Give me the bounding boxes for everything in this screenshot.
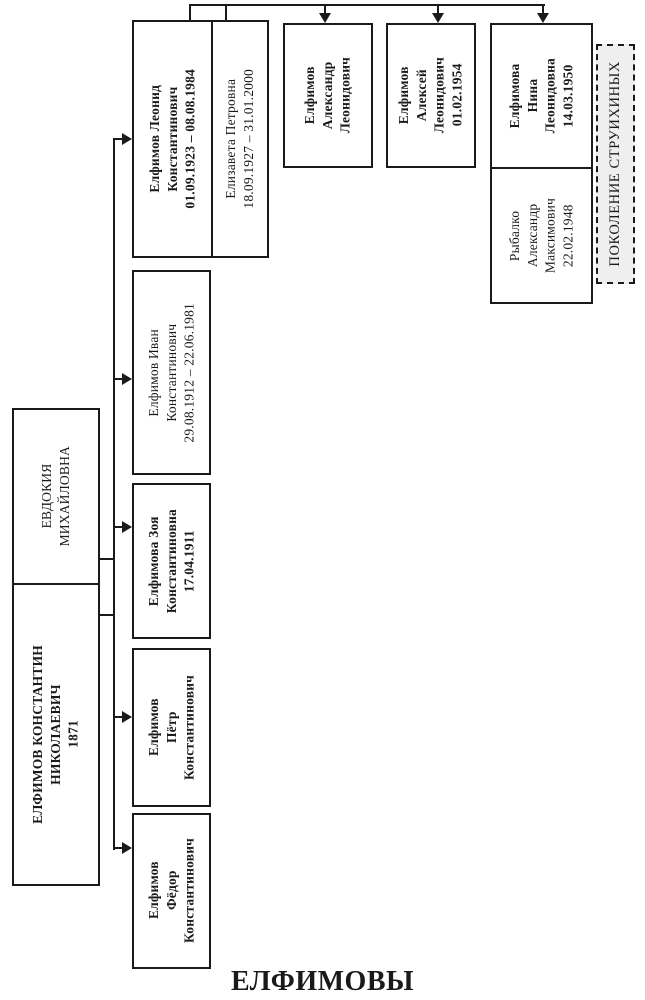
generation-note-box: ПОКОЛЕНИЕ СТРУИХИНЫХ [596, 44, 635, 284]
arrow-into-leonid [122, 133, 132, 145]
couple-nina-rybalko: Елфимова Нина Леонидовна 14.03.1950 Рыба… [490, 23, 593, 304]
connector-stub-konstantin [98, 614, 115, 616]
connector-grandchildren-line [189, 4, 545, 6]
arrow-into-nina [537, 13, 549, 23]
node-elizaveta-label: Елизавета Петровна 18.09.1927 – 31.01.20… [223, 69, 256, 209]
node-nina-label: Елфимова Нина Леонидовна 14.03.1950 [506, 58, 576, 134]
connector-drop-alexey [437, 4, 439, 14]
node-zoya: Елфимова Зоя Константиновна 17.04.1911 [132, 483, 211, 639]
arrow-into-alexandr [319, 13, 331, 23]
couple-divider [14, 583, 98, 585]
node-evdokia: ЕВДОКИЯ МИХАЙЛОВНА [14, 410, 98, 583]
node-nina: Елфимова Нина Леонидовна 14.03.1950 [492, 25, 591, 167]
node-leonid: Елфимов Леонид Константинович 01.09.1923… [134, 22, 211, 256]
arrow-into-alexey [432, 13, 444, 23]
node-alexandr: Елфимов Александр Леонидович [283, 23, 373, 168]
connector-children-trunk [113, 139, 115, 850]
node-rybalko: Рыбалко Александр Максимович 22.02.1948 [492, 169, 591, 302]
connector-stub-evdokia [98, 558, 115, 560]
couple-divider [492, 167, 591, 169]
connector-drop-nina [542, 4, 544, 14]
couple-leonid-elizaveta: Елфимов Леонид Константинович 01.09.1923… [132, 20, 269, 258]
node-konstantin: ЕЛФИМОВ КОНСТАНТИН НИКОЛАЕВИЧ 1871 [14, 585, 98, 884]
connector-stub-elizaveta [225, 4, 227, 22]
arrow-into-pyotr [122, 711, 132, 723]
arrow-into-fyodor [122, 842, 132, 854]
family-title: ЕЛФИМОВЫ [230, 966, 414, 997]
node-evdokia-label: ЕВДОКИЯ МИХАЙЛОВНА [39, 446, 72, 547]
node-zoya-label: Елфимова Зоя Константиновна 17.04.1911 [145, 508, 197, 614]
node-konstantin-label: ЕЛФИМОВ КОНСТАНТИН НИКОЛАЕВИЧ 1871 [30, 645, 81, 824]
connector-branch-fyodor [113, 847, 124, 849]
node-pyotr-label: Елфимов Пётр Константинович [145, 674, 197, 781]
node-rybalko-label: Рыбалко Александр Максимович 22.02.1948 [506, 197, 576, 274]
couple-konstantin-evdokia: ЕВДОКИЯ МИХАЙЛОВНА ЕЛФИМОВ КОНСТАНТИН НИ… [12, 408, 100, 886]
connector-stub-leonid [189, 4, 191, 22]
connector-drop-alexandr [324, 4, 326, 14]
node-alexey-label: Елфимов Алексей Леонидович 01.02.1954 [396, 57, 465, 134]
arrow-into-zoya [122, 521, 132, 533]
node-alexandr-label: Елфимов Александр Леонидович [302, 57, 353, 134]
connector-branch-pyotr [113, 716, 124, 718]
couple-divider [211, 22, 213, 256]
connector-branch-zoya [113, 526, 124, 528]
node-leonid-label: Елфимов Леонид Константинович 01.09.1923… [146, 69, 198, 209]
node-fyodor: Елфимов Фёдор Константинович [132, 813, 211, 969]
generation-note-label: ПОКОЛЕНИЕ СТРУИХИНЫХ [606, 61, 623, 267]
node-ivan: Елфимов Иван Константинович 29.08.1912 –… [132, 270, 211, 475]
node-ivan-label: Елфимов Иван Константинович 29.08.1912 –… [145, 302, 197, 443]
arrow-into-ivan [122, 373, 132, 385]
node-alexey: Елфимов Алексей Леонидович 01.02.1954 [386, 23, 476, 168]
connector-branch-ivan [113, 378, 124, 380]
node-pyotr: Елфимов Пётр Константинович [132, 648, 211, 807]
connector-branch-leonid [113, 138, 124, 140]
node-fyodor-label: Елфимов Фёдор Константинович [145, 838, 197, 944]
node-elizaveta: Елизавета Петровна 18.09.1927 – 31.01.20… [213, 22, 267, 256]
